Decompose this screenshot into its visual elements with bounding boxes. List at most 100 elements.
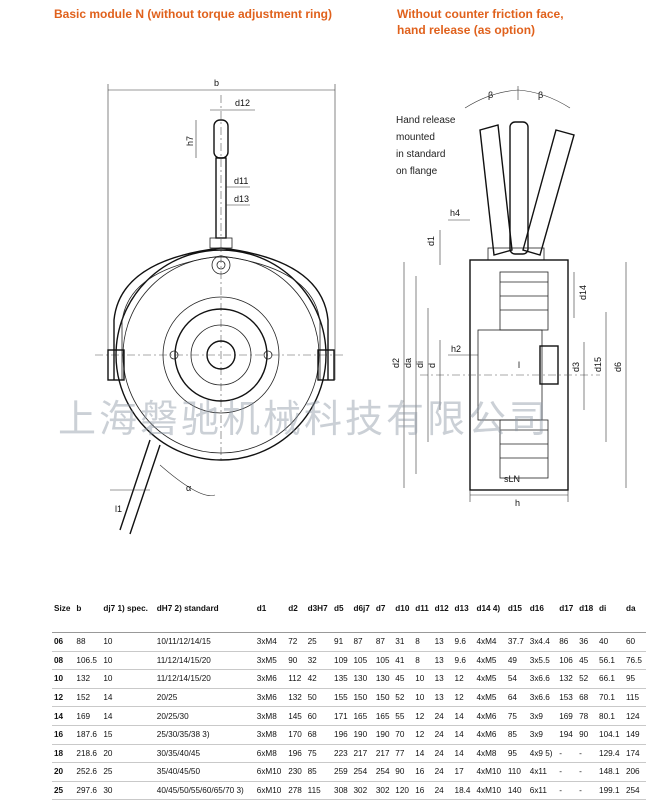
table-cell: 149: [623, 725, 646, 745]
technical-drawing: b d12 h7 d11 d13 l1: [95, 78, 627, 535]
table-cell: 9.6: [452, 651, 475, 671]
table-cell: 278: [286, 781, 306, 800]
table-cell: 187.6: [74, 725, 102, 745]
table-cell: 87: [373, 632, 394, 652]
table-cell: 206: [623, 762, 646, 782]
table-cell: 18.4: [452, 781, 475, 800]
table-cell: 4xM5: [474, 688, 506, 708]
table-cell: -: [577, 781, 598, 800]
table-cell: 4xM5: [474, 669, 506, 689]
table-cell: 129.4: [597, 744, 624, 764]
table-cell: 297.6: [74, 781, 102, 800]
label-d11: d11: [234, 176, 248, 186]
table-cell: 14: [101, 706, 155, 726]
table-cell: 132: [286, 688, 306, 708]
table-cell: 20/25/30: [154, 706, 255, 726]
section-view: β β h4 d1 d2 da di d h2 l d14 d: [391, 86, 627, 508]
table-cell: 06: [52, 632, 75, 652]
table-cell: 87: [351, 632, 374, 652]
table-cell: 217: [351, 744, 374, 764]
table-cell: 70: [393, 725, 414, 745]
table-cell: 6xM8: [254, 744, 287, 764]
table-cell: 52: [577, 669, 598, 689]
table-cell: 8: [413, 651, 433, 671]
table-cell: 30: [101, 781, 155, 800]
table-cell: 8: [413, 632, 433, 652]
table-cell: 13: [432, 688, 453, 708]
table-header-cell: d7: [373, 602, 394, 633]
label-h: h: [515, 498, 520, 508]
table-header-cell: d18: [577, 602, 598, 633]
table-cell: 110: [505, 762, 528, 782]
table-cell: 302: [373, 781, 394, 800]
table-cell: 6xM10: [254, 781, 287, 800]
table-cell: 252.6: [74, 762, 102, 782]
table-cell: 302: [351, 781, 374, 800]
front-view: b d12 h7 d11 d13 l1: [95, 78, 345, 535]
label-b: b: [214, 78, 219, 88]
table-cell: 4xM6: [474, 725, 506, 745]
table-header-cell: dj7 1) spec.: [101, 602, 155, 633]
table-cell: 3xM8: [254, 725, 287, 745]
table-cell: 11/12/14/15/20: [154, 669, 255, 689]
table-cell: 150: [351, 688, 374, 708]
table-cell: 31: [393, 632, 414, 652]
table-cell: 85: [305, 762, 333, 782]
table-cell: 4xM10: [474, 762, 506, 782]
table-cell: 130: [373, 669, 394, 689]
table-cell: 259: [332, 762, 352, 782]
table-cell: 14: [413, 744, 433, 764]
table-cell: 4x11: [527, 762, 558, 782]
table-header-cell: d2: [286, 602, 306, 633]
note-line1: Hand release: [396, 115, 456, 126]
table-cell: 148.1: [597, 762, 624, 782]
label-beta-left: β: [488, 90, 493, 100]
table-cell: 3x6.6: [527, 669, 558, 689]
table-cell: 174: [623, 744, 646, 764]
label-di: di: [415, 361, 425, 368]
table-cell: 70.1: [597, 688, 624, 708]
table-cell: 12: [52, 688, 75, 708]
table-cell: 169: [74, 706, 102, 726]
table-cell: 10: [101, 632, 155, 652]
table-cell: 194: [557, 725, 578, 745]
table-cell: 50: [305, 688, 333, 708]
table-cell: 14: [452, 706, 475, 726]
table-cell: 4xM6: [474, 706, 506, 726]
table-cell: 169: [557, 706, 578, 726]
table-header-cell: d17: [557, 602, 578, 633]
table-cell: 16: [52, 725, 75, 745]
label-alpha: α: [186, 483, 191, 493]
table-cell: 135: [332, 669, 352, 689]
table-cell: 124: [623, 706, 646, 726]
table-cell: 14: [52, 706, 75, 726]
table-cell: 60: [623, 632, 646, 652]
table-cell: 171: [332, 706, 352, 726]
table-cell: 105: [373, 651, 394, 671]
label-h7: h7: [185, 136, 195, 146]
table-cell: 112: [286, 669, 306, 689]
table-cell: 218.6: [74, 744, 102, 764]
table-header-cell: d15: [505, 602, 528, 633]
table-cell: 16: [413, 762, 433, 782]
table-cell: 3xM5: [254, 651, 287, 671]
table-cell: 254: [351, 762, 374, 782]
table-cell: 3x6.6: [527, 688, 558, 708]
table-cell: -: [557, 781, 578, 800]
table-cell: 64: [505, 688, 528, 708]
table-cell: 49: [505, 651, 528, 671]
table-cell: 68: [577, 688, 598, 708]
table-cell: 30/35/40/45: [154, 744, 255, 764]
label-l1: l1: [115, 504, 122, 514]
table-cell: 60: [305, 706, 333, 726]
table-cell: 196: [332, 725, 352, 745]
table-cell: 6x11: [527, 781, 558, 800]
table-cell: 90: [577, 725, 598, 745]
table-cell: 24: [432, 762, 453, 782]
table-header-cell: d6j7: [351, 602, 374, 633]
table-cell: 132: [74, 669, 102, 689]
